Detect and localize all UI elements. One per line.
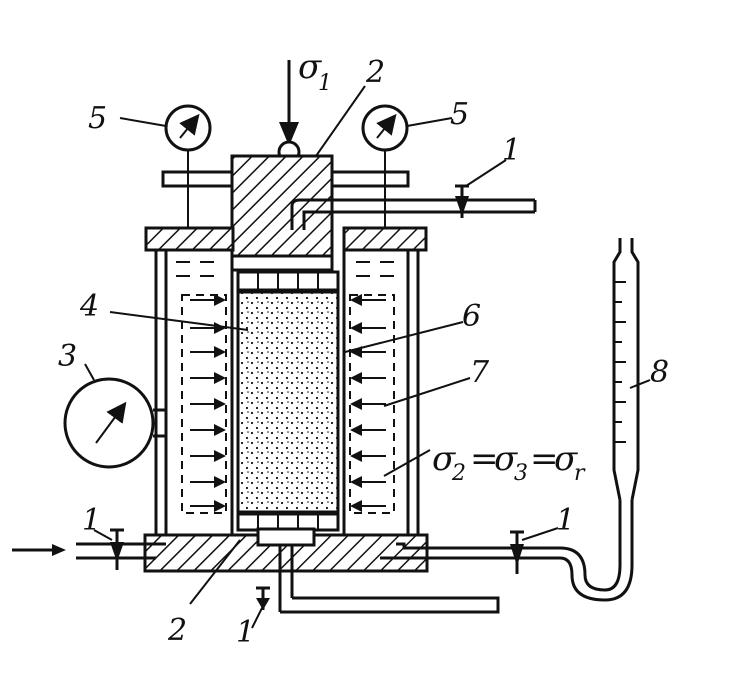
- eq-sigma-3: σ: [494, 439, 518, 479]
- eq-equals-2: =: [530, 439, 559, 479]
- label-burette: 8: [650, 355, 669, 390]
- label-load-sigma: σ: [298, 47, 322, 87]
- label-membrane: 6: [462, 299, 481, 334]
- label-sample: 4: [79, 289, 99, 324]
- pressure-gauge-icon: [63, 377, 166, 469]
- left-inlet-pipe: [12, 528, 166, 570]
- top-cap-piston: [230, 154, 334, 272]
- burette: [612, 238, 640, 501]
- label-gauge-side: 3: [58, 339, 77, 374]
- eq-sigma-2: σ: [432, 439, 456, 479]
- base-plate: [143, 527, 429, 573]
- eq-sub-r: r: [574, 461, 586, 486]
- label-valve-right: 1: [556, 503, 575, 538]
- stress-equation: σ 2 = σ 3 = σ r: [432, 439, 586, 486]
- label-load-sub: 1: [318, 71, 332, 96]
- lateral-arrows-right: [350, 294, 386, 512]
- label-fluid: 7: [470, 355, 490, 390]
- leader-lines: [84, 85, 651, 629]
- label-cap-top: 2: [365, 55, 385, 90]
- eq-sub-2: 2: [451, 461, 466, 486]
- lateral-arrows-left: [190, 294, 226, 512]
- label-valve-bottom: 1: [236, 615, 255, 650]
- pressure-gauge-icon: [164, 104, 212, 228]
- label-gauge-top-right: 5: [450, 97, 469, 132]
- pressure-gauge-icon: [361, 104, 409, 228]
- axial-load-arrow: [277, 60, 301, 164]
- eq-equals-1: =: [470, 439, 499, 479]
- membrane-left: [181, 294, 227, 514]
- top-drain-pipe: [290, 184, 537, 230]
- porous-stone-top: [236, 270, 340, 292]
- eq-sigma-r: σ: [554, 439, 578, 479]
- label-gauge-top-left: 5: [88, 101, 107, 136]
- label-valve-top: 1: [502, 133, 521, 168]
- soil-sample: [236, 290, 340, 514]
- label-valve-left: 1: [82, 503, 101, 538]
- right-pipe-to-burette: [380, 500, 634, 602]
- membrane-right: [349, 294, 395, 514]
- eq-sub-3: 3: [514, 461, 528, 486]
- label-cap-bottom: 2: [167, 613, 187, 648]
